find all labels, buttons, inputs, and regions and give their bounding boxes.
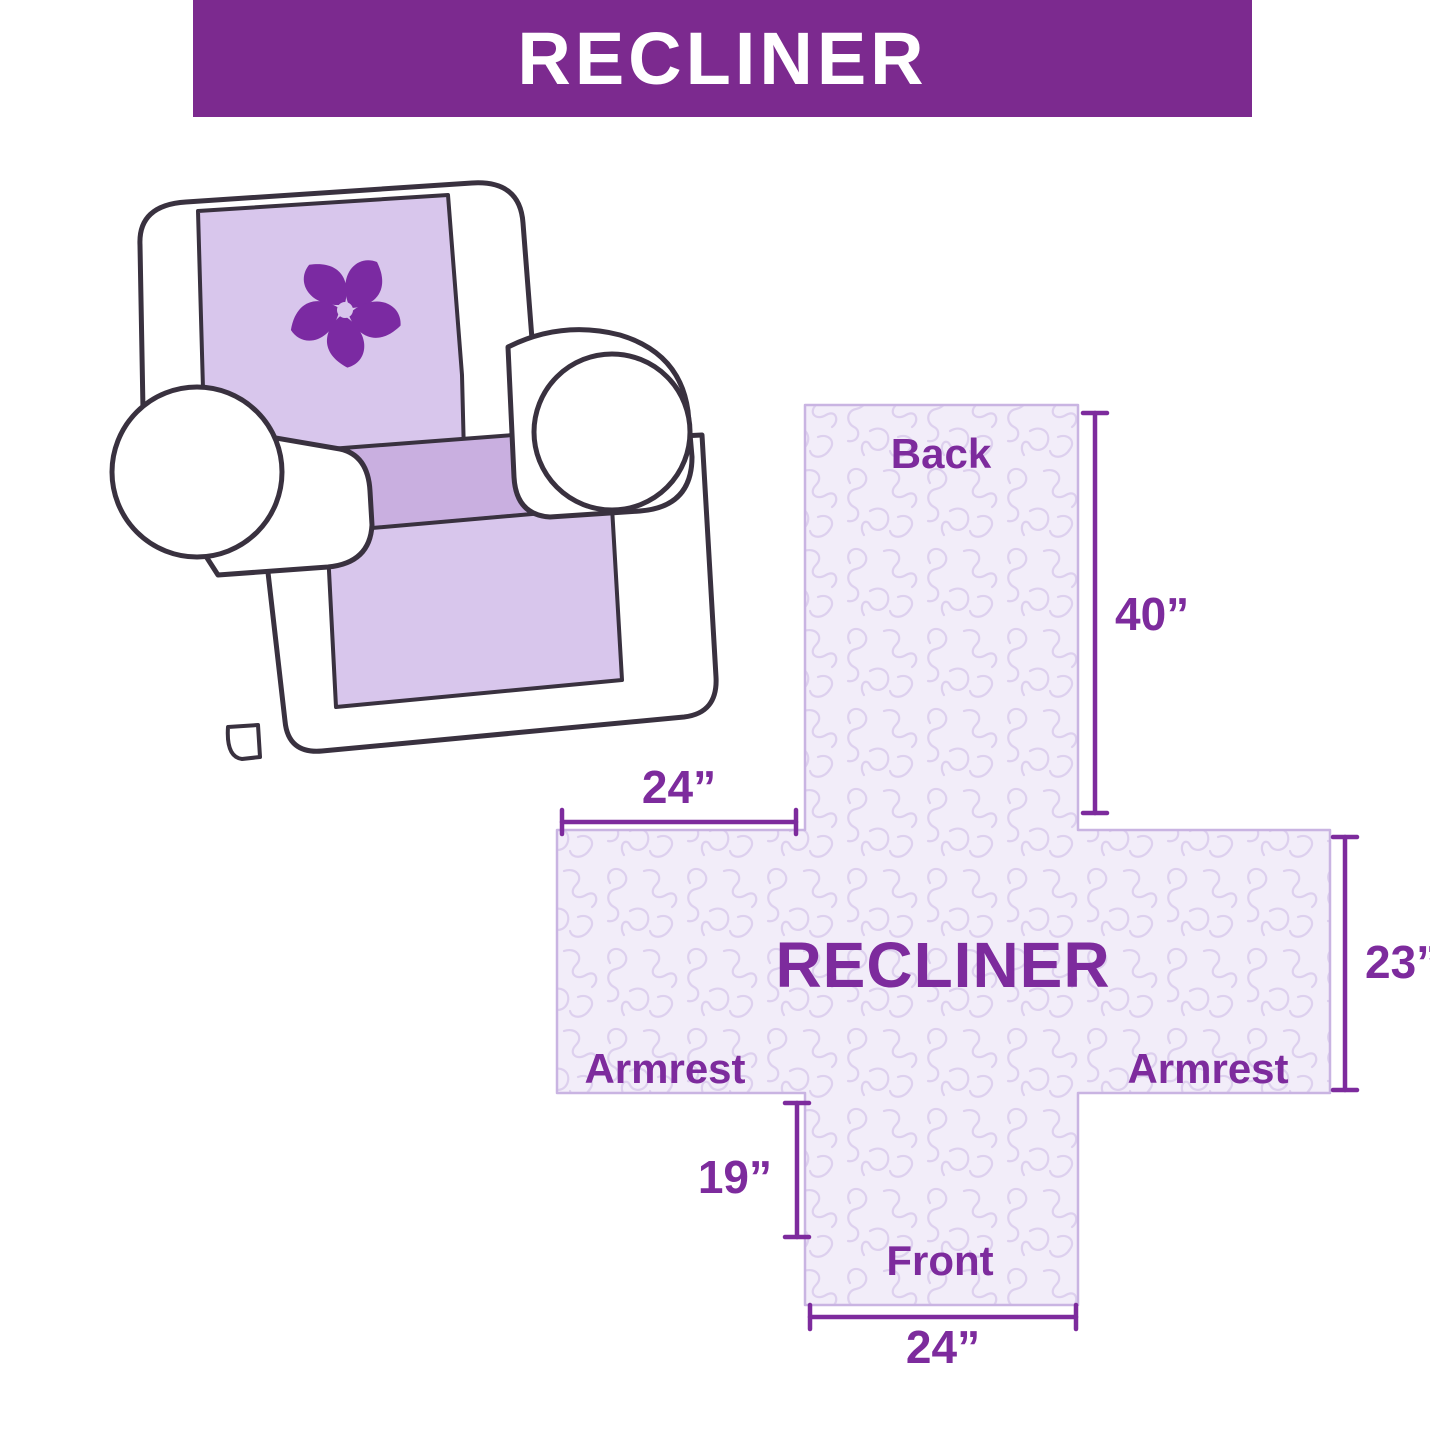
dim-line-bottom-width (807, 1302, 1079, 1332)
dim-label-front-height: 19” (698, 1151, 772, 1203)
dim-line-top-width (559, 807, 799, 837)
dim-label-side-height: 23” (1365, 936, 1430, 988)
armrest-left-label: Armrest (584, 1045, 745, 1092)
cover-outline (555, 403, 1332, 1307)
front-skirt-cover (325, 505, 624, 709)
left-arm-roll (109, 384, 285, 560)
back-label: Back (891, 430, 992, 477)
pinwheel-icon (290, 260, 401, 368)
header-banner: RECLINER (193, 0, 1252, 117)
dim-line-front-height (782, 1100, 812, 1240)
cover-dimension-diagram: Back 40” 24” RECLINER 23” Armrest Armres… (555, 403, 1430, 1373)
dim-label-bottom-width: 24” (906, 1321, 980, 1373)
dim-line-back-height (1080, 410, 1110, 816)
dim-label-top-width: 24” (642, 761, 716, 813)
chair-foot (225, 723, 262, 761)
page-title: RECLINER (517, 17, 928, 100)
right-arm-roll (531, 351, 693, 513)
front-label: Front (886, 1237, 993, 1284)
dim-line-side-height (1330, 834, 1360, 1093)
dim-label-back-height: 40” (1115, 588, 1189, 640)
recliner-chair-illustration (109, 180, 719, 761)
recliner-center-label: RECLINER (775, 929, 1110, 1001)
armrest-right-label: Armrest (1127, 1045, 1288, 1092)
